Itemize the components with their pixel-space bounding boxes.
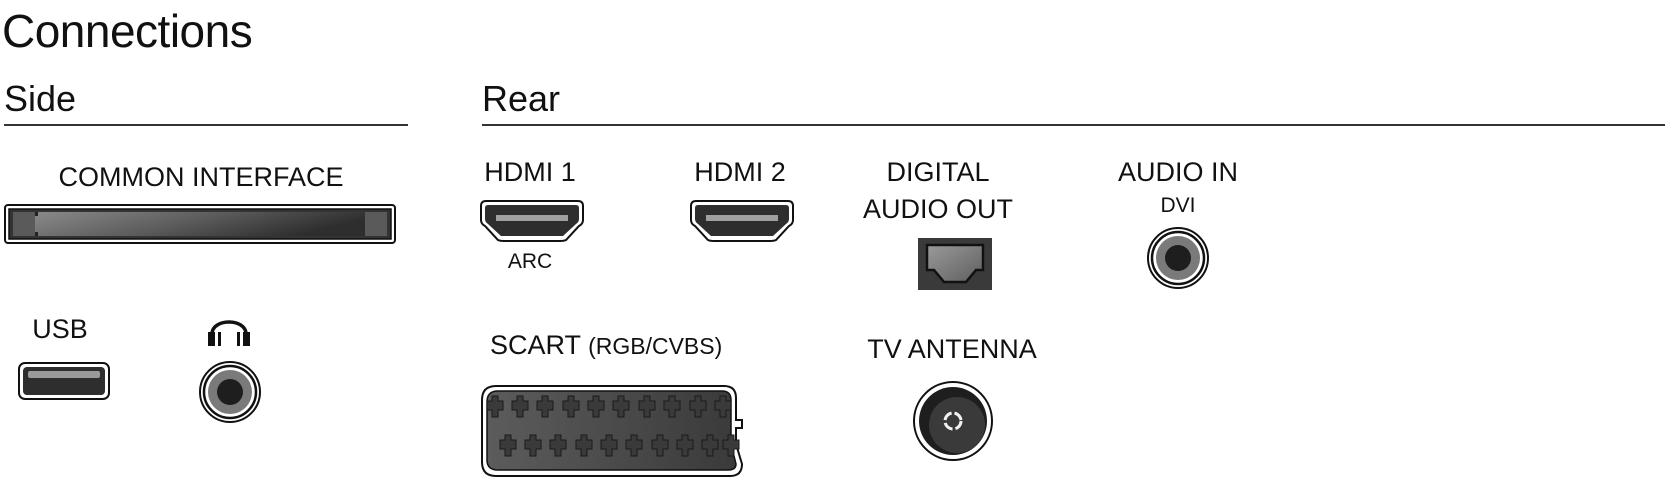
usb-port-icon: [18, 362, 110, 400]
audio-in-dvi-label: DVI: [1160, 194, 1196, 217]
hdmi1-port-icon: [480, 200, 584, 242]
section-label-side: Side: [4, 78, 77, 119]
audio-in-label: AUDIO IN: [1117, 157, 1238, 187]
page-title: Connections: [2, 5, 253, 57]
audio-jack-icon: [1146, 226, 1210, 290]
headphones-icon: [206, 310, 252, 350]
scart-port-icon: [478, 384, 746, 478]
scart-label-group: SCART (RGB/CVBS): [490, 330, 722, 361]
digital-audio-out-label-line2: AUDIO OUT: [862, 194, 1013, 224]
hdmi2-label: HDMI 2: [694, 157, 786, 187]
usb-label: USB: [32, 314, 88, 344]
headphone-jack-icon: [198, 360, 262, 424]
ci-slot-icon: [4, 204, 396, 244]
tv-antenna-label: TV ANTENNA: [867, 334, 1037, 364]
rear-divider: [482, 124, 1665, 126]
section-label-rear: Rear: [482, 78, 561, 119]
hdmi2-port-icon: [690, 200, 794, 242]
scart-sublabel: (RGB/CVBS): [588, 333, 723, 359]
common-interface-label: COMMON INTERFACE: [58, 162, 344, 192]
optical-toslink-port-icon: [918, 238, 992, 290]
digital-audio-out-label-line1: DIGITAL: [886, 157, 990, 187]
side-divider: [4, 124, 408, 126]
hdmi1-label: HDMI 1: [484, 157, 576, 187]
scart-label: SCART: [490, 330, 581, 360]
hdmi1-arc-label: ARC: [507, 250, 553, 273]
coax-antenna-port-icon: [912, 380, 994, 462]
